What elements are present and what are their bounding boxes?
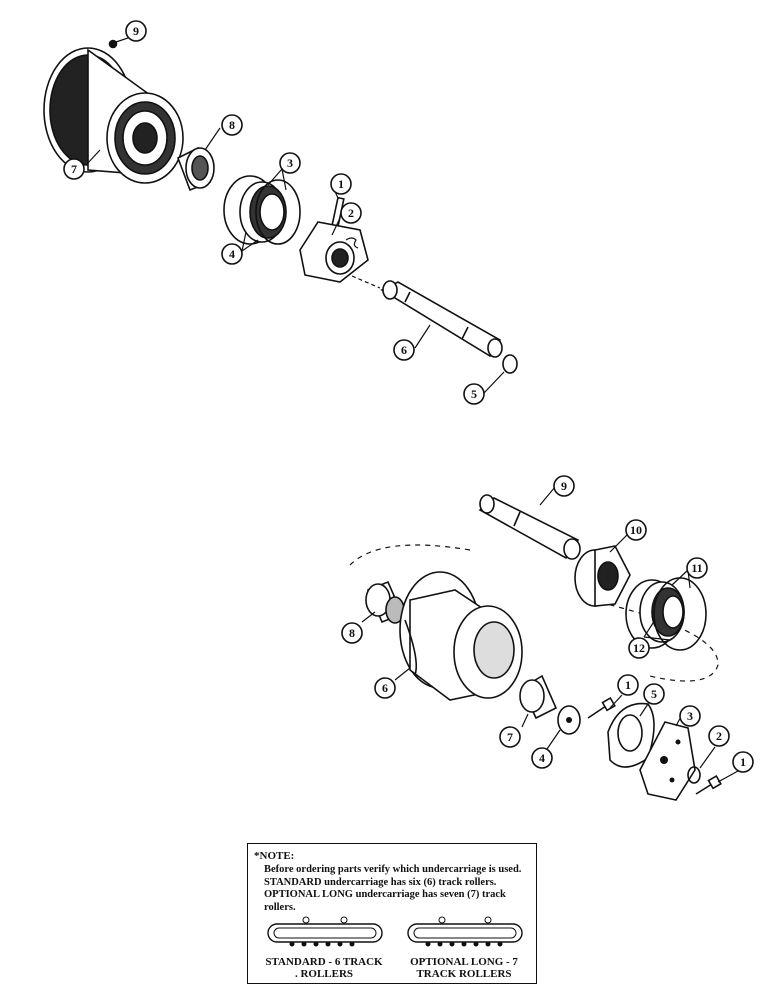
callout-u2: 2 bbox=[340, 202, 362, 224]
optional-roller-diagram bbox=[407, 916, 523, 947]
svg-text:10: 10 bbox=[630, 523, 642, 537]
svg-text:8: 8 bbox=[229, 118, 235, 132]
svg-text:6: 6 bbox=[401, 343, 407, 357]
svg-text:9: 9 bbox=[133, 24, 139, 38]
svg-text:12: 12 bbox=[633, 641, 645, 655]
svg-text:7: 7 bbox=[71, 162, 77, 176]
upper-part-8-bushing bbox=[176, 146, 215, 192]
svg-text:1: 1 bbox=[338, 177, 344, 191]
svg-text:5: 5 bbox=[651, 687, 657, 701]
standard-roller-diagram bbox=[267, 916, 383, 947]
callout-l10: 10 bbox=[625, 519, 647, 541]
upper-part-6-shaft bbox=[351, 275, 503, 358]
optional-caption: OPTIONAL LONG - 7 TRACK ROLLERS bbox=[394, 956, 534, 980]
callout-l2: 2 bbox=[708, 725, 730, 747]
optional-caption-line-2: TRACK ROLLERS bbox=[416, 968, 512, 980]
svg-text:8: 8 bbox=[349, 626, 355, 640]
svg-text:3: 3 bbox=[687, 709, 693, 723]
callout-l6: 6 bbox=[374, 677, 396, 699]
lower-part-9-shaft bbox=[478, 494, 581, 560]
lower-part-1-bolt-a bbox=[587, 696, 616, 719]
callout-u1: 1 bbox=[330, 173, 352, 195]
upper-part-5-ring bbox=[502, 354, 518, 374]
callout-l12: 12 bbox=[628, 637, 650, 659]
callout-l1a: 1 bbox=[617, 674, 639, 696]
lower-roller-assembly bbox=[349, 486, 739, 801]
lower-part-6-roller bbox=[399, 571, 523, 701]
upper-part-2-bracket bbox=[299, 221, 369, 283]
standard-caption: STANDARD - 6 TRACK . ROLLERS bbox=[254, 956, 394, 980]
callout-l5: 5 bbox=[643, 683, 665, 705]
upper-part-3-4-seal-group bbox=[223, 175, 301, 245]
svg-text:3: 3 bbox=[287, 156, 293, 170]
lower-part-1-bolt-b bbox=[695, 774, 722, 795]
svg-text:4: 4 bbox=[539, 751, 545, 765]
standard-caption-line-2: . ROLLERS bbox=[294, 968, 354, 980]
optional-caption-line-1: OPTIONAL LONG - 7 bbox=[410, 956, 518, 968]
callout-u7: 7 bbox=[63, 158, 85, 180]
svg-text:4: 4 bbox=[229, 247, 235, 261]
lower-part-8-bushing bbox=[365, 580, 405, 624]
callout-u6: 6 bbox=[393, 339, 415, 361]
note-heading: *NOTE: bbox=[254, 850, 295, 862]
upper-part-9-plug bbox=[108, 39, 118, 49]
lower-part-10-collar bbox=[574, 545, 631, 607]
callout-l1b: 1 bbox=[732, 751, 754, 773]
callout-u5: 5 bbox=[463, 383, 485, 405]
svg-text:6: 6 bbox=[382, 681, 388, 695]
note-body: Before ordering parts verify which under… bbox=[264, 864, 522, 913]
lower-part-3-cap bbox=[639, 721, 696, 801]
lower-part-7-bushing bbox=[519, 674, 558, 720]
note-box: *NOTE: Before ordering parts verify whic… bbox=[247, 843, 537, 984]
svg-text:1: 1 bbox=[740, 755, 746, 769]
callout-l4: 4 bbox=[531, 747, 553, 769]
callout-l9: 9 bbox=[553, 475, 575, 497]
svg-text:9: 9 bbox=[561, 479, 567, 493]
svg-text:5: 5 bbox=[471, 387, 477, 401]
callout-u9: 9 bbox=[125, 20, 147, 42]
svg-text:11: 11 bbox=[691, 561, 702, 575]
callout-l8: 8 bbox=[341, 622, 363, 644]
standard-caption-line-1: STANDARD - 6 TRACK bbox=[265, 956, 383, 968]
upper-roller-assembly bbox=[43, 37, 518, 394]
callout-u3: 3 bbox=[279, 152, 301, 174]
callout-l3: 3 bbox=[679, 705, 701, 727]
svg-text:7: 7 bbox=[507, 730, 513, 744]
callout-u4: 4 bbox=[221, 243, 243, 265]
callout-u8: 8 bbox=[221, 114, 243, 136]
svg-text:2: 2 bbox=[348, 206, 354, 220]
lower-part-5-gasket bbox=[607, 702, 655, 768]
callout-l7: 7 bbox=[499, 726, 521, 748]
svg-text:2: 2 bbox=[716, 729, 722, 743]
lower-part-4-washer bbox=[557, 705, 581, 735]
callout-l11: 11 bbox=[686, 557, 708, 579]
upper-part-7-roller bbox=[43, 47, 184, 184]
svg-text:1: 1 bbox=[625, 678, 631, 692]
lower-part-2-washer bbox=[687, 766, 701, 784]
